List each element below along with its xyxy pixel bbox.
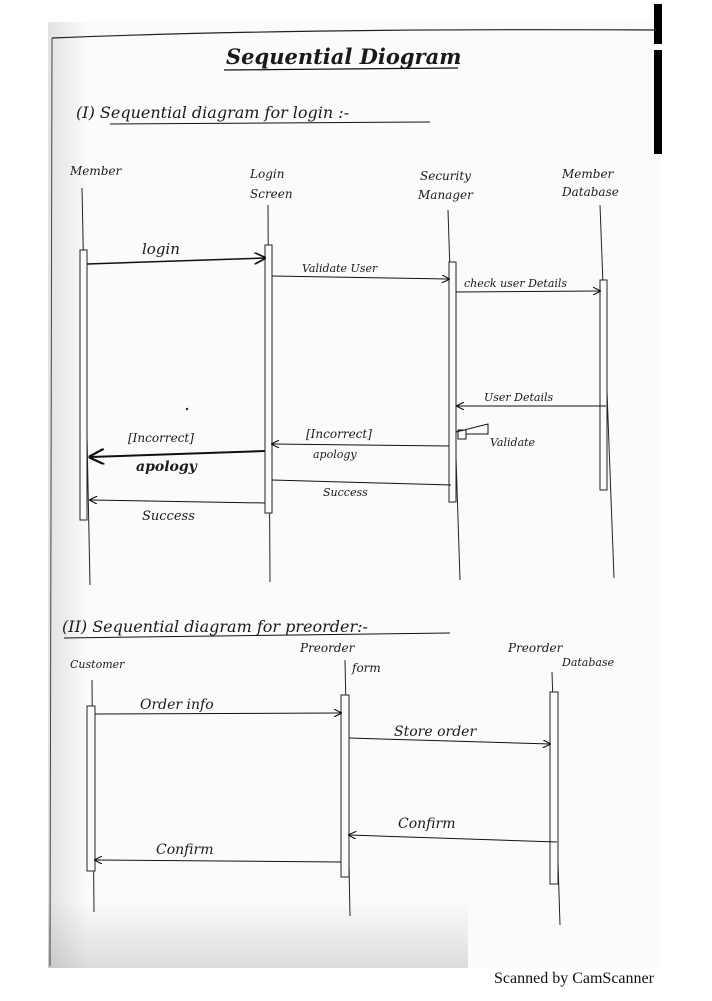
validate-self-box	[457, 429, 467, 440]
scan-edge-top	[654, 4, 662, 44]
msg-incorrect-1-label: [Incorrect]	[128, 431, 194, 445]
msg-validate-self-loop	[455, 423, 489, 435]
msg-order-info-arrow	[94, 713, 341, 714]
msg-check-user-arrow	[455, 291, 600, 292]
section1-underline	[109, 121, 431, 125]
page-border-top	[51, 29, 657, 39]
msg-store-order-label: Store order	[394, 724, 477, 740]
msg-success-2-line	[271, 479, 452, 486]
activation-preorder-database	[549, 691, 559, 885]
msg-login-arrow	[86, 258, 265, 265]
msg-incorrect-2-arrow	[272, 444, 450, 446]
activation-preorder-form	[340, 694, 350, 878]
msg-validate-user-label: Validate User	[302, 262, 378, 275]
actor-login-screen-1: Login	[249, 167, 284, 181]
section1-heading: (I) Sequential diagram for login :-	[76, 103, 349, 122]
activation-login-screen	[264, 244, 273, 514]
msg-apology-2-label: apology	[313, 448, 357, 461]
msg-order-info-label: Order info	[140, 697, 214, 713]
section2-underline	[63, 632, 451, 639]
scan-edge-mid	[654, 50, 662, 154]
msg-apology-1-label: apology	[136, 459, 198, 475]
actor-preorder-form-1: Preorder	[299, 641, 356, 655]
msg-confirm-2-label: Confirm	[156, 842, 213, 858]
msg-incorrect-2-label: [Incorrect]	[306, 427, 372, 441]
title-underline	[223, 67, 459, 71]
page-border-left	[49, 37, 53, 967]
actor-member: Member	[69, 164, 123, 178]
actor-member-database-1: Member	[561, 167, 615, 181]
msg-login-label: login	[142, 240, 180, 258]
actor-customer: Customer	[70, 658, 125, 671]
msg-confirm-2-arrow	[95, 860, 342, 862]
actor-member-database-2: Database	[561, 185, 619, 199]
msg-success-1-label: Success	[142, 509, 195, 524]
ink-dot	[185, 407, 189, 411]
actor-preorder-database-2: Database	[561, 656, 615, 669]
activation-customer	[86, 705, 96, 872]
actor-security-manager-1: Security	[420, 169, 471, 183]
msg-store-order-arrow	[348, 737, 550, 744]
scanner-watermark: Scanned by CamScanner	[494, 970, 654, 987]
actor-login-screen-2: Screen	[250, 187, 293, 201]
msg-validate-user-arrow	[271, 276, 449, 279]
msg-confirm-1-arrow	[349, 835, 558, 843]
actor-preorder-database-1: Preorder	[507, 641, 564, 655]
actor-preorder-form-2: form	[351, 661, 381, 675]
msg-confirm-1-label: Confirm	[398, 816, 455, 832]
msg-incorrect-1-arrow	[90, 451, 266, 457]
actor-security-manager-2: Manager	[417, 188, 474, 202]
diagram-title: Sequential Diogram	[226, 44, 461, 69]
msg-user-details-label: User Details	[484, 391, 554, 404]
activation-security-manager	[448, 261, 457, 503]
activation-member	[79, 249, 88, 521]
msg-success-2-label: Success	[323, 486, 368, 499]
msg-validate-label: Validate	[490, 436, 536, 449]
activation-member-database	[599, 279, 608, 491]
msg-check-user-label: check user Details	[464, 277, 567, 290]
section2-heading: (II) Sequential diagram for preorder:-	[62, 617, 368, 636]
msg-success-1-arrow	[90, 500, 266, 503]
